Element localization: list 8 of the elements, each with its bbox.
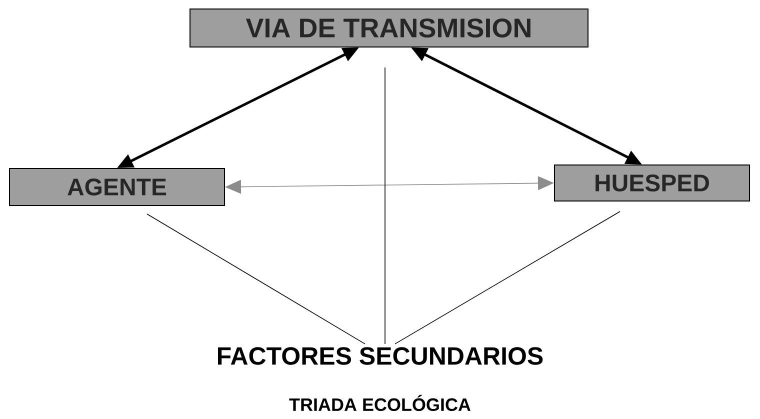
caption: TRIADA ECOLÓGICA: [289, 394, 471, 412]
label-box: HUESPED: [554, 164, 750, 202]
label-box: VIA DE TRANSMISION: [190, 8, 588, 48]
connector-line: [394, 211, 620, 344]
label-box: AGENTE: [9, 168, 225, 206]
connector-line: [384, 67, 386, 344]
connector-line: [146, 214, 366, 344]
factor-label: FACTORES SECUNDARIOS: [218, 347, 543, 365]
